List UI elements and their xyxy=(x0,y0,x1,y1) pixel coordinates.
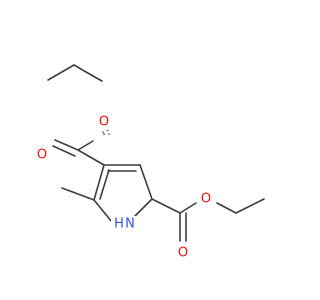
bond-carbonyl-left-to-ester-o xyxy=(77,140,94,151)
bond-carbonyl-left-double-2 xyxy=(52,145,76,157)
bond-methyl xyxy=(61,187,95,201)
atom-o-ester-top: O xyxy=(97,114,111,130)
bond-ring-c4-c5 xyxy=(139,164,153,200)
bond-carbonyl-c-to-ring xyxy=(77,149,105,166)
bonds xyxy=(47,64,265,242)
bond-ring-n-c2 xyxy=(93,199,113,223)
bond-ring-c2-c3 xyxy=(93,164,105,201)
chemical-structure: O O O O N H xyxy=(35,64,265,261)
bond-ethyl-top-ch3-ch2 xyxy=(47,64,75,81)
bond-ester-o-top-to-ch2 xyxy=(92,75,103,82)
atom-labels: O O O O N H xyxy=(35,114,213,261)
atom-nh: N H xyxy=(111,216,137,232)
bond-ring-c2-c3-inner xyxy=(99,169,110,200)
atom-o-carbonyl-right: O xyxy=(176,245,190,261)
atom-o-carbonyl-left: O xyxy=(35,147,49,163)
nitrogen-label: N xyxy=(125,217,135,232)
oxygen-label: O xyxy=(178,246,188,261)
oxygen-label: O xyxy=(201,192,211,207)
bond-carbonyl-left-double-1 xyxy=(54,139,79,151)
oxygen-label: O xyxy=(99,115,109,130)
atom-o-ester-right: O xyxy=(199,191,213,207)
oxygen-label: O xyxy=(37,148,47,163)
bond-ethyl-top-ch2-o xyxy=(73,64,94,77)
bond-ester-right-o-ch2 xyxy=(216,202,237,214)
bonds-top-ester xyxy=(92,75,105,135)
bond-carbonyl-right-to-ester-o xyxy=(179,202,197,214)
nitrogen-hydrogen-label: H xyxy=(114,217,124,232)
bond-ring-c5-carbonyl-right xyxy=(151,198,181,214)
bond-ethyl-right-ch2-ch3 xyxy=(235,198,265,214)
